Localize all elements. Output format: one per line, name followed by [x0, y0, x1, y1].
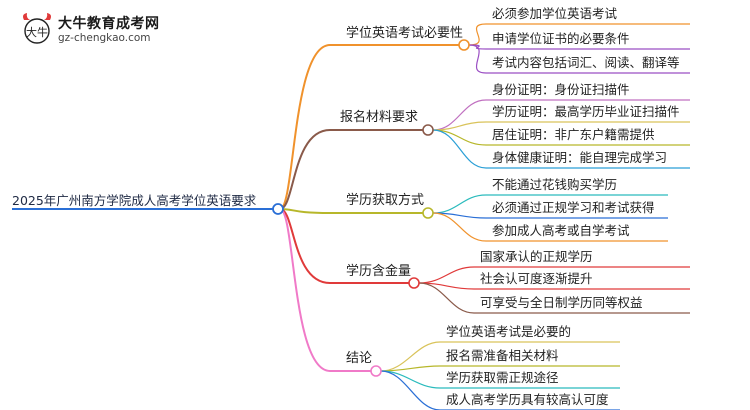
- leaf-label: 居住证明：非广东户籍需提供: [492, 127, 655, 142]
- leaf-edge: [468, 23, 487, 46]
- branch-label-3: 学历获取方式: [346, 193, 425, 208]
- leaf-label: 可享受与全日制学历同等权益: [480, 295, 643, 310]
- leaf-label: 成人高考学历具有较高认可度: [446, 392, 609, 407]
- branch-label-2: 报名材料要求: [340, 110, 419, 125]
- leaf-edge: [418, 266, 475, 284]
- logo-url: gz-chengkao.com: [58, 32, 151, 44]
- branch-label-1: 学位英语考试必要性: [346, 26, 464, 41]
- leaf-label: 考试内容包括词汇、阅读、翻译等: [492, 55, 680, 70]
- leaf-edge: [380, 365, 441, 372]
- branch-node-3: [422, 207, 434, 219]
- branch-edge-4: [279, 208, 331, 284]
- brand-logo: 大牛 大牛教育成考网 gz-chengkao.com: [18, 10, 168, 50]
- leaf-label: 必须参加学位英语考试: [492, 6, 618, 21]
- leaf-label: 社会认可度逐渐提升: [480, 271, 593, 286]
- branch-edge-2: [279, 129, 331, 210]
- leaf-label: 必须通过正规学习和考试获得: [492, 200, 655, 215]
- leaf-edge: [432, 129, 487, 169]
- logo-name: 大牛教育成考网: [58, 16, 160, 32]
- mind-map-nodes: [272, 39, 470, 377]
- branch-node-4: [408, 277, 420, 289]
- root-topic: 2025年广州南方学院成人高考学位英语要求: [12, 193, 257, 208]
- logo-mark-text: 大牛: [26, 25, 48, 39]
- leaf-edge: [468, 44, 487, 74]
- root-node: [272, 203, 284, 215]
- bull-logo-icon: 大牛: [23, 13, 51, 44]
- leaf-label: 学历证明：最高学历毕业证扫描件: [492, 104, 680, 119]
- leaf-edge: [380, 370, 441, 389]
- leaf-label: 学位英语考试是必要的: [446, 324, 572, 339]
- mind-map-edges: [12, 23, 690, 410]
- leaf-edge: [432, 194, 487, 214]
- leaf-edge: [432, 99, 487, 131]
- leaf-label: 申请学位证书的必要条件: [492, 31, 630, 46]
- branch-edge-3: [279, 208, 331, 214]
- leaf-label: 报名需准备相关材料: [446, 348, 559, 363]
- leaf-edge: [432, 212, 487, 242]
- branch-label-5: 结论: [346, 351, 373, 366]
- leaf-edge: [380, 341, 441, 372]
- branch-node-1: [458, 39, 470, 51]
- leaf-label: 学历获取需正规途径: [446, 370, 559, 385]
- leaf-label: 参加成人高考或自学考试: [492, 223, 630, 238]
- leaf-edge: [432, 129, 487, 146]
- leaf-edge: [418, 282, 475, 314]
- branch-edge-1: [279, 44, 331, 210]
- branch-label-4: 学历含金量: [346, 264, 412, 279]
- leaf-label: 不能通过花钱购买学历: [492, 177, 618, 192]
- branch-edge-5: [279, 208, 331, 372]
- leaf-edge: [380, 370, 441, 410]
- branch-node-2: [422, 124, 434, 136]
- leaf-label: 身体健康证明：能自理完成学习: [492, 150, 668, 165]
- leaf-label: 身份证明：身份证扫描件: [492, 82, 630, 97]
- leaf-label: 国家承认的正规学历: [480, 249, 593, 264]
- branch-node-5: [370, 365, 382, 377]
